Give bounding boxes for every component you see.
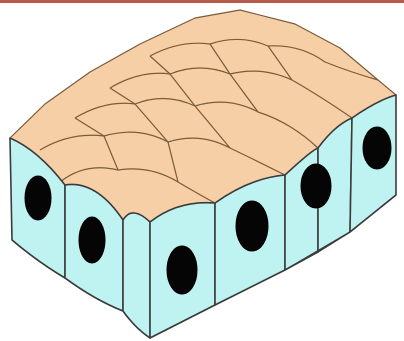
front-cell-3 (123, 213, 150, 338)
nucleus-right-3 (301, 164, 331, 208)
nucleus-right-1 (167, 246, 197, 294)
nucleus-right-2 (236, 201, 268, 251)
nucleus-right-4 (363, 127, 391, 169)
nucleus-front-1 (25, 176, 51, 220)
nucleus-front-2 (79, 217, 105, 263)
